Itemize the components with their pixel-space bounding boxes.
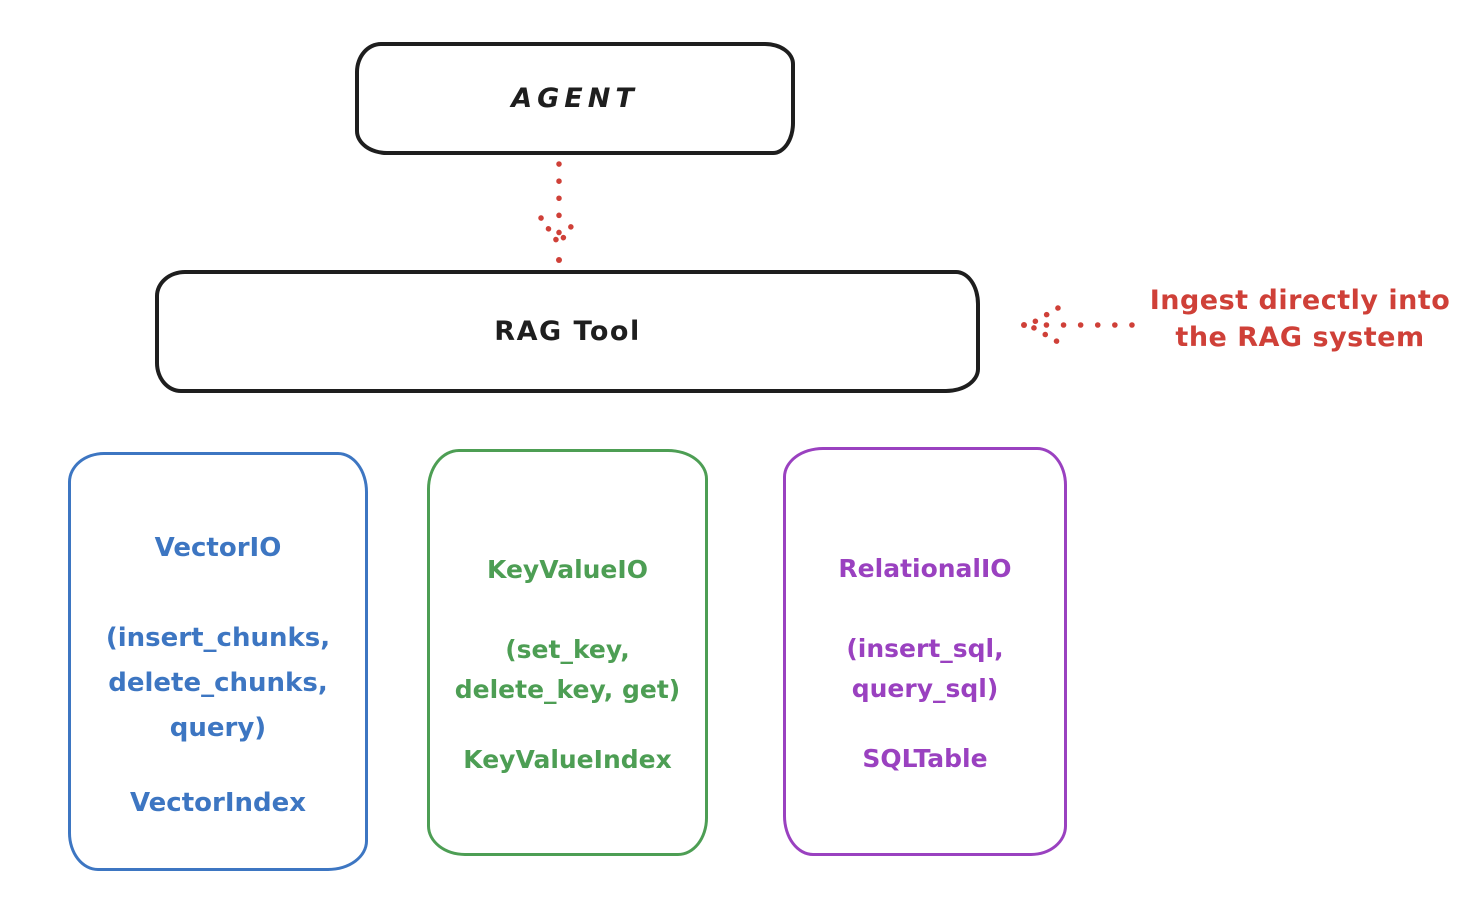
- keyvalue-io-body: KeyValueIO (set_key, delete_key, get): [455, 510, 680, 710]
- keyvalue-index-label: KeyValueIndex: [463, 744, 672, 774]
- keyvalue-io-methods: (set_key, delete_key, get): [454, 634, 681, 704]
- agent-to-rag-arrow-icon: [538, 161, 580, 263]
- agent-label: AGENT: [511, 83, 639, 114]
- vector-io-body: VectorIO (insert_chunks, delete_chunks, …: [106, 481, 330, 751]
- rag-tool-box: RAG Tool: [155, 270, 980, 393]
- relational-io-title: RelationalIO: [838, 553, 1012, 583]
- vector-index-label: VectorIndex: [129, 788, 307, 818]
- agent-box: AGENT: [355, 42, 795, 155]
- vector-io-methods: (insert_chunks, delete_chunks, query): [105, 623, 331, 743]
- keyvalue-io-title: KeyValueIO: [487, 554, 648, 584]
- relational-io-body: RelationalIO (insert_sql, query_sql): [838, 509, 1011, 709]
- rag-tool-label: RAG Tool: [494, 316, 641, 347]
- ingest-annotation: Ingest directly into the RAG system: [1149, 285, 1451, 353]
- vector-io-box: VectorIO (insert_chunks, delete_chunks, …: [68, 452, 368, 871]
- relational-io-methods: (insert_sql, query_sql): [846, 633, 1004, 703]
- relational-io-box: RelationalIO (insert_sql, query_sql) SQL…: [783, 447, 1067, 856]
- annotation-to-rag-arrow-icon: [1021, 305, 1135, 345]
- keyvalue-io-box: KeyValueIO (set_key, delete_key, get) Ke…: [427, 449, 708, 856]
- vector-io-title: VectorIO: [154, 533, 282, 563]
- sql-table-label: SQLTable: [862, 743, 988, 773]
